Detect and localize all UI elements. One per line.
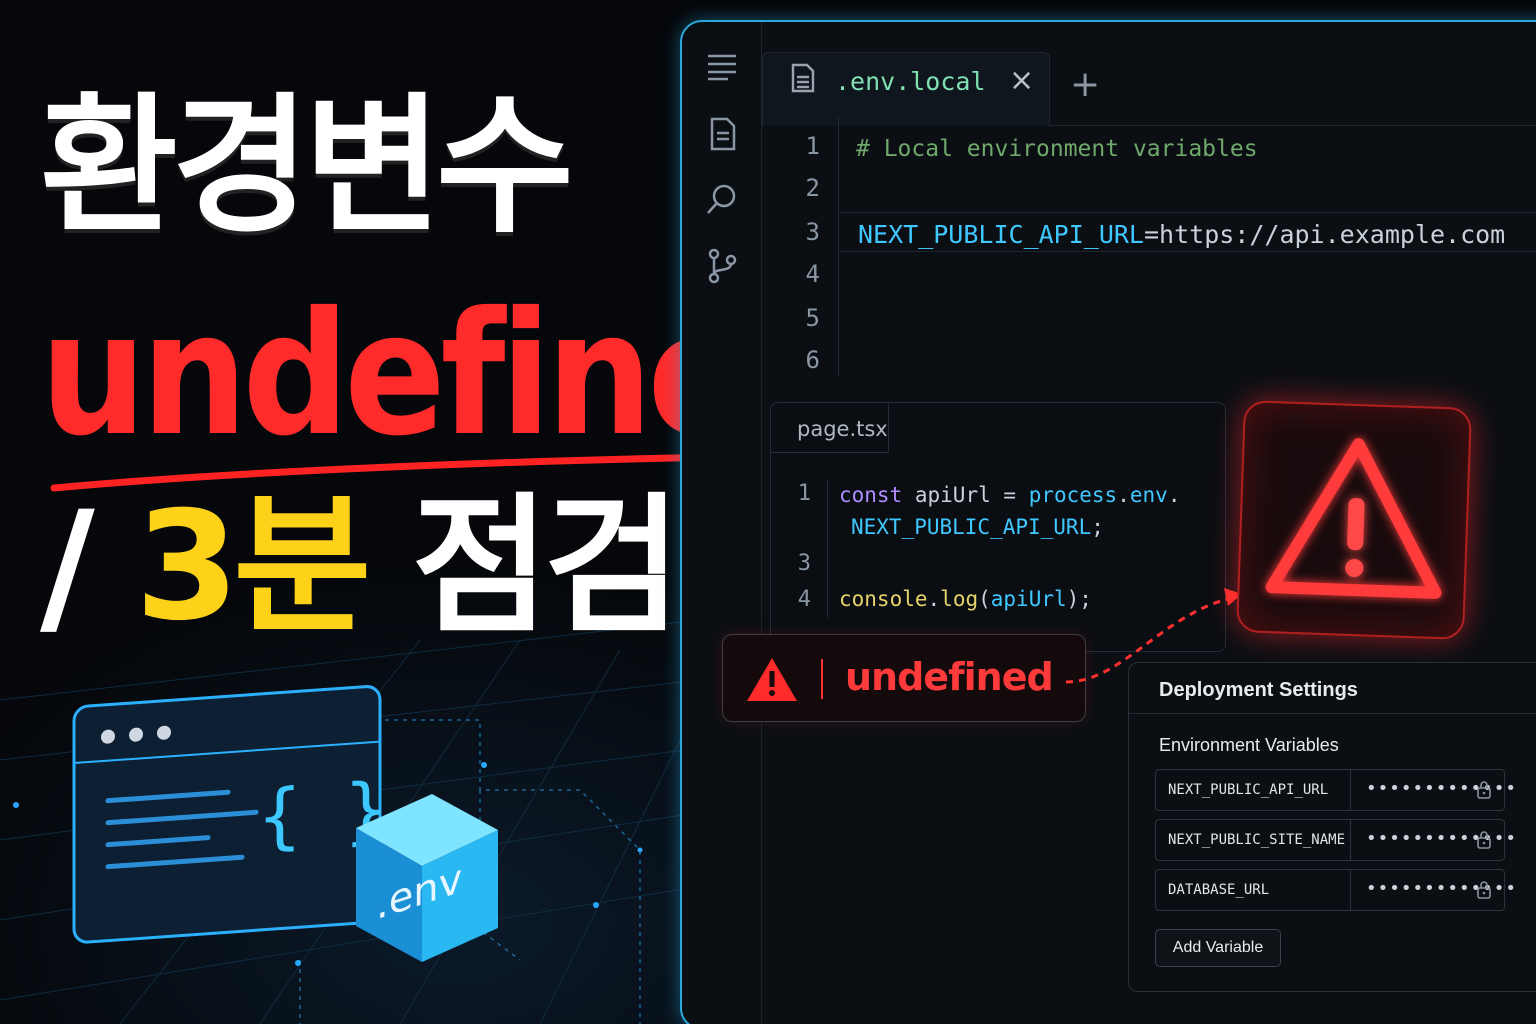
code-line-4: console.log(apiUrl); (839, 587, 1092, 611)
alert-triangle-icon (1265, 438, 1442, 599)
source-control-icon[interactable] (704, 248, 740, 284)
env-value: https://api.example.com (1159, 220, 1506, 249)
headline-3min-check: / 3분 점검 (40, 492, 682, 642)
warning-card (1236, 400, 1472, 640)
deployment-settings-panel: Deployment Settings Environment Variable… (1128, 662, 1536, 992)
activity-bar (682, 22, 762, 1024)
env-var-row[interactable]: DATABASE_URL ••••••••••••• (1155, 869, 1516, 911)
dot: . (1167, 483, 1181, 507)
paren-close: ); (1066, 587, 1092, 611)
menu-icon[interactable] (704, 48, 740, 84)
env-var-name: NEXT_PUBLIC_API_URL (1168, 782, 1329, 798)
tab-bar: .env.local × + (762, 22, 1536, 126)
env-key: NEXT_PUBLIC_API_URL (858, 220, 1144, 249)
identifier-process: process (1028, 483, 1118, 507)
env-cube-icon: .env (356, 794, 498, 962)
line-number: 1 (797, 481, 811, 506)
red-underline-stroke (50, 452, 784, 492)
tab-page-tsx-label: page.tsx (797, 417, 888, 441)
gutter-divider (838, 118, 839, 376)
row-divider (1350, 870, 1351, 910)
line-number: 6 (805, 346, 820, 374)
lock-icon (1477, 781, 1491, 799)
env-var-row[interactable]: NEXT_PUBLIC_SITE_NAME ••••••••••••• (1155, 819, 1516, 861)
tab-env-local[interactable]: .env.local × (762, 52, 1050, 126)
headline-3min: 3분 (135, 480, 371, 654)
env-var-masked-value[interactable]: ••••••••••••• (1366, 778, 1518, 799)
line-number: 3 (805, 218, 820, 246)
headline-check: 점검 (411, 480, 682, 654)
env-var-masked-value[interactable]: ••••••••••••• (1366, 828, 1518, 849)
add-variable-button[interactable]: Add Variable (1155, 929, 1281, 967)
identifier-env: env (1129, 483, 1168, 507)
keyword-const: const (839, 483, 903, 507)
semicolon: ; (1091, 515, 1104, 539)
deployment-title: Deployment Settings (1159, 679, 1358, 701)
line-highlight (840, 212, 1536, 252)
code-line-2: NEXT_PUBLIC_API_URL; (851, 515, 1104, 539)
env-equals: = (1143, 220, 1160, 249)
env-comment: # Local environment variables (856, 136, 1258, 162)
search-icon[interactable] (704, 182, 740, 218)
env-var-name: DATABASE_URL (1168, 882, 1270, 898)
toast-text: undefined (845, 655, 1054, 699)
gutter-divider (827, 479, 828, 619)
panel-divider (1129, 713, 1536, 714)
row-divider (1350, 770, 1351, 810)
row-divider (1350, 820, 1351, 860)
toast-divider (821, 659, 823, 699)
line-number: 1 (805, 132, 820, 160)
file-explorer-icon[interactable] (704, 116, 740, 152)
env-var-masked-value[interactable]: ••••••••••••• (1366, 878, 1518, 899)
identifier-next-public-api-url: NEXT_PUBLIC_API_URL (851, 515, 1092, 539)
dot: . (927, 587, 941, 611)
headline-korean: 환경변수 (40, 80, 574, 254)
identifier-log: log (940, 587, 979, 611)
env-var-row[interactable]: NEXT_PUBLIC_API_URL ••••••••••••• (1155, 769, 1516, 811)
operator-equals: = (1003, 483, 1017, 507)
line-number: 2 (805, 174, 820, 202)
warning-icon (747, 658, 797, 701)
page-tsx-panel: page.tsx 1 3 4 const apiUrl = process.en… (770, 402, 1226, 652)
env-illustration: { } .env (72, 685, 498, 962)
paren-open: ( (978, 587, 991, 611)
close-icon[interactable]: × (1009, 63, 1035, 98)
line-number: 4 (797, 587, 811, 612)
file-icon (791, 63, 815, 93)
line-number: 4 (805, 260, 820, 288)
line-number: 5 (805, 304, 820, 332)
browser-window-icon: { } (72, 685, 388, 944)
lock-icon (1477, 831, 1491, 849)
env-var-name: NEXT_PUBLIC_SITE_NAME (1168, 832, 1346, 848)
code-line-1: const apiUrl = process.env. (839, 483, 1180, 507)
dot: . (1117, 483, 1130, 507)
identifier-apiurl-arg: apiUrl (990, 587, 1067, 611)
env-vars-heading: Environment Variables (1159, 735, 1339, 755)
tab-page-tsx[interactable]: page.tsx (771, 403, 889, 453)
new-tab-button[interactable]: + (1070, 64, 1101, 105)
headline-slash: / (40, 480, 95, 654)
tab-env-local-label: .env.local (835, 67, 986, 96)
identifier-apiurl: apiUrl (914, 483, 991, 507)
line-number: 3 (797, 551, 811, 576)
env-line-3: NEXT_PUBLIC_API_URL=https://api.example.… (858, 220, 1505, 249)
identifier-console: console (839, 587, 928, 611)
lock-icon (1477, 881, 1491, 899)
undefined-error-toast: undefined (722, 634, 1086, 722)
